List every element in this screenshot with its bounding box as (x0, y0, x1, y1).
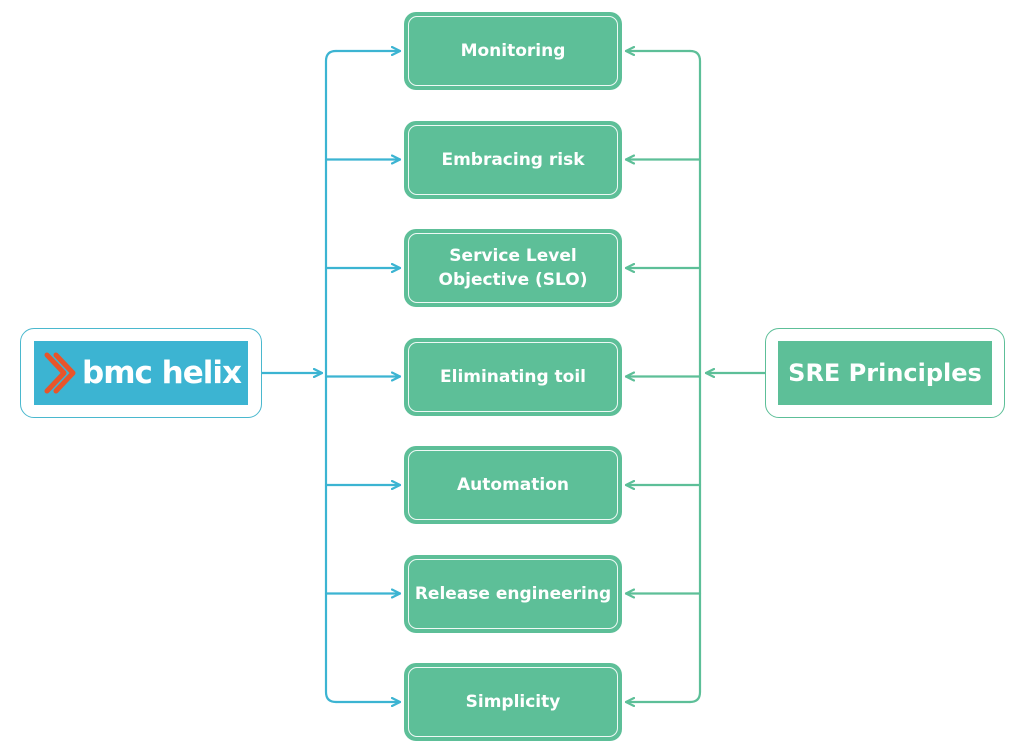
bmc-chevron-logo-icon (44, 352, 76, 394)
principle-label: Service Level Objective (SLO) (438, 246, 588, 290)
principle-box-inner-border (408, 667, 618, 737)
principle-box: Service Level Objective (SLO) (404, 229, 622, 307)
principle-box-inner-border (408, 558, 618, 629)
principle-label: Simplicity (465, 692, 561, 712)
bmc-helix-node: bmc helix (20, 328, 262, 418)
right-connectors (624, 51, 767, 702)
principle-box-inner-border (408, 341, 618, 412)
principle-label: Release engineering (414, 583, 612, 604)
principle-box: Eliminating toil (404, 337, 622, 416)
principle-label: Eliminating toil (440, 366, 586, 387)
principle-box-inner-border (408, 124, 618, 195)
principle-box: Release engineering (404, 554, 622, 633)
principle-box-inner-border (408, 16, 618, 86)
principle-box: Automation (404, 446, 622, 524)
sre-principles-title: SRE Principles (788, 359, 982, 387)
principle-box-inner-border (408, 450, 618, 520)
sre-principles-node: SRE Principles (765, 328, 1005, 418)
principle-label: Monitoring (460, 41, 566, 61)
principle-label: Automation (457, 475, 569, 495)
left-connectors (260, 51, 402, 702)
sre-principles-panel: SRE Principles (778, 341, 992, 405)
principle-box: Simplicity (404, 663, 622, 741)
principle-box: Embracing risk (404, 120, 622, 199)
principle-box-inner-border (408, 233, 618, 303)
principle-box: Monitoring (404, 12, 622, 90)
bmc-helix-logo-panel: bmc helix (34, 341, 248, 405)
principle-label: Embracing risk (441, 149, 585, 170)
bmc-helix-logo-text: bmc helix (82, 355, 242, 391)
